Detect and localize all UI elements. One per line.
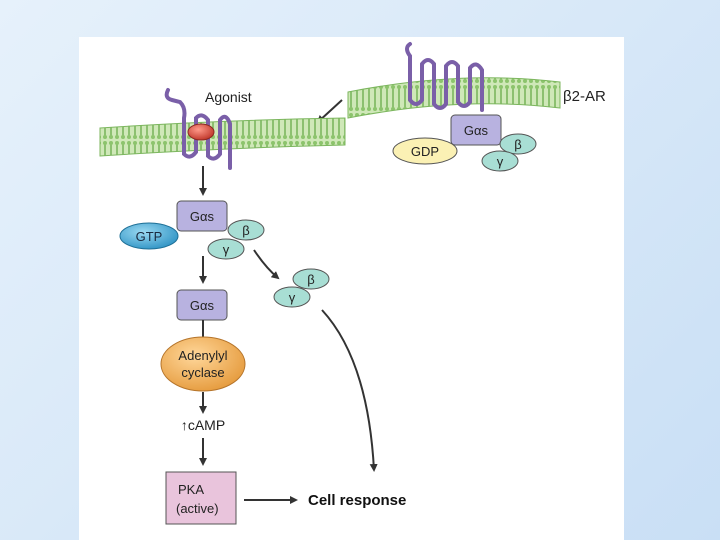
pka-label-line1: PKA [178, 482, 204, 497]
arrow-to-beta-gamma [253, 249, 280, 280]
gamma-subunit-active [207, 238, 245, 260]
gdp-label: GDP [411, 144, 439, 159]
arrow-beta-gamma-to-response [321, 309, 378, 472]
cyclase-label-line1: Adenylyl [178, 348, 227, 363]
pka-label-line2: (active) [176, 501, 219, 516]
gtp-label: GTP [136, 229, 163, 244]
agonist-label: Agonist [205, 89, 252, 105]
membrane-left [99, 117, 346, 157]
beta-free-label: β [307, 272, 314, 287]
gamma-subunit-free [273, 286, 311, 308]
receptor-label: β2-AR [563, 88, 606, 105]
gdp-molecule [392, 137, 458, 165]
receptor-active [164, 88, 232, 170]
membrane-right [347, 77, 561, 119]
beta-subunit-active [227, 219, 265, 241]
galpha-active-label: Gαs [190, 209, 215, 224]
galpha-free-label: Gαs [190, 298, 215, 313]
galpha-active [176, 200, 228, 232]
gamma-free-label: γ [289, 290, 296, 305]
gtp-molecule [119, 222, 179, 250]
cyclase-label-line2: cyclase [181, 365, 224, 380]
beta-subunit-free [292, 268, 330, 290]
gamma-inactive-label: γ [497, 154, 504, 169]
pka-box [165, 471, 237, 525]
beta-active-label: β [242, 223, 249, 238]
active-g-protein: Gαs GTP β γ [119, 200, 265, 260]
galpha-inactive [450, 114, 502, 146]
inactive-g-protein: Gαs GDP β γ [392, 114, 537, 172]
receptor-inactive [405, 42, 484, 112]
diagram-panel [79, 37, 624, 540]
beta-inactive-label: β [514, 137, 521, 152]
gamma-subunit-inactive [481, 150, 519, 172]
beta-subunit-inactive [499, 133, 537, 155]
cell-response-label: Cell response [308, 492, 406, 509]
adenylyl-cyclase [160, 336, 246, 392]
camp-label: ↑cAMP [181, 417, 225, 433]
gamma-active-label: γ [223, 242, 230, 257]
galpha-inactive-label: Gαs [464, 123, 489, 138]
released-beta-gamma: β γ [273, 268, 330, 308]
agonist-molecule [187, 123, 215, 141]
